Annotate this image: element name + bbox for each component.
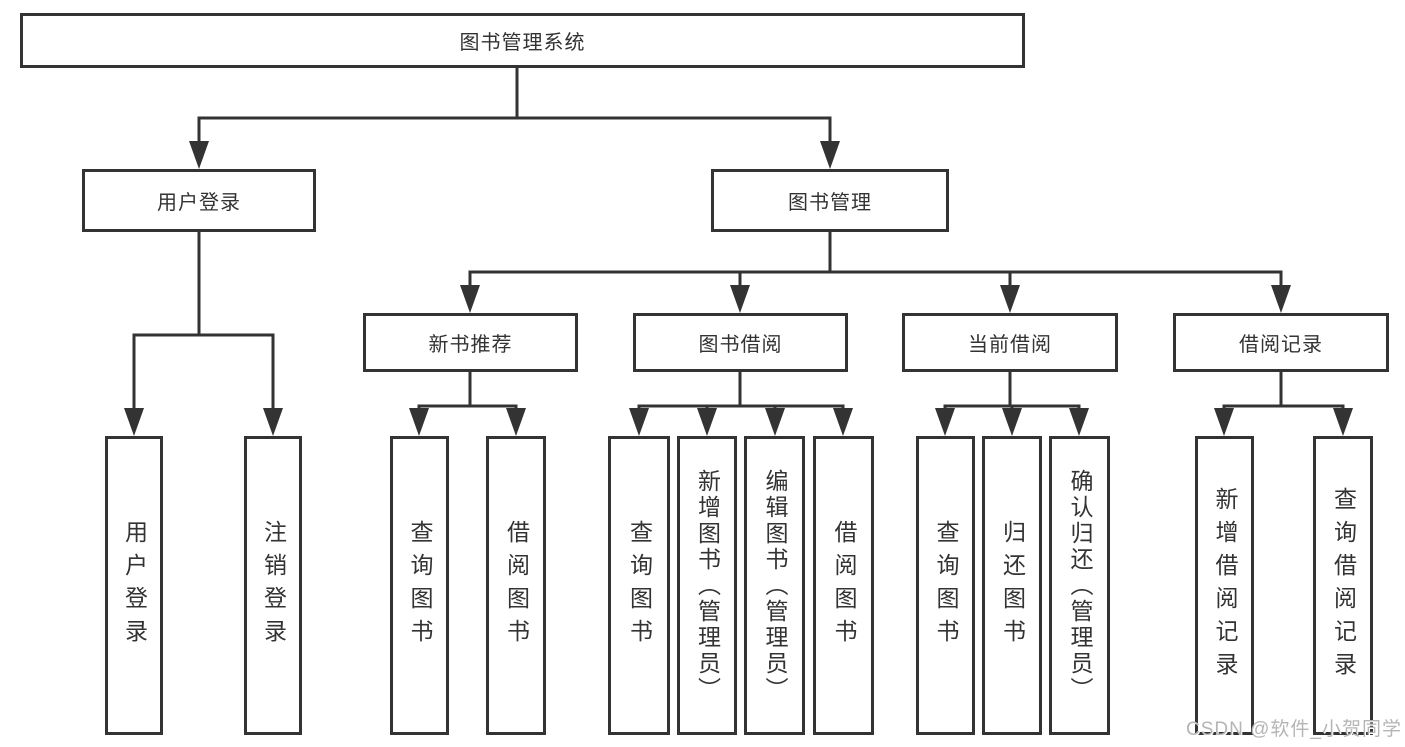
node-leaf-logout: 注销登录 [244, 436, 302, 735]
arrow-down-icon [1002, 408, 1022, 436]
node-leaf-bb-edit-books-admin: 编辑图书（管理员） [744, 436, 805, 735]
node-borrow-records: 借阅记录 [1173, 313, 1389, 372]
connector-level2-bar [197, 116, 832, 141]
node-leaf-br-query-record: 查询借阅记录 [1313, 436, 1373, 735]
arrow-down-icon [765, 408, 785, 436]
node-root: 图书管理系统 [20, 13, 1025, 68]
connector-book-borrow-bar [637, 404, 845, 408]
arrow-down-icon [189, 141, 209, 169]
arrow-down-icon [1214, 408, 1234, 436]
csdn-watermark: CSDN @软件_小贺同学 [1186, 719, 1402, 740]
node-leaf-bb-borrow-books: 借阅图书 [813, 436, 874, 735]
arrow-down-icon [1333, 408, 1353, 436]
node-leaf-br-add-record: 新增借阅记录 [1195, 436, 1254, 735]
arrow-down-icon [629, 408, 649, 436]
connector-current-borrow-bar [943, 404, 1081, 408]
arrow-down-icon [935, 408, 955, 436]
node-book-borrowing: 图书借阅 [633, 313, 848, 372]
node-leaf-user-login: 用户登录 [105, 436, 163, 735]
node-leaf-bb-add-books-admin: 新增图书（管理员） [677, 436, 737, 735]
arrow-down-icon [697, 408, 717, 436]
node-leaf-cb-query-books: 查询图书 [916, 436, 975, 735]
arrowheads [124, 141, 1353, 436]
arrow-down-icon [1069, 408, 1089, 436]
arrow-down-icon [409, 408, 429, 436]
node-user-login: 用户登录 [82, 169, 316, 232]
connector-borrow-records-bar [1222, 404, 1345, 408]
arrow-down-icon [833, 408, 853, 436]
node-leaf-cb-confirm-return-admin: 确认归还（管理员） [1049, 436, 1110, 735]
arrow-down-icon [460, 285, 480, 313]
arrow-down-icon [124, 408, 144, 436]
arrow-down-icon [506, 408, 526, 436]
node-leaf-nb-query-books: 查询图书 [390, 436, 449, 735]
arrow-down-icon [1271, 285, 1291, 313]
connector-book-mgmt-bar [468, 270, 1283, 285]
node-book-management: 图书管理 [711, 169, 949, 232]
node-leaf-cb-return-books: 归还图书 [982, 436, 1042, 735]
arrow-down-icon [730, 285, 750, 313]
arrow-down-icon [263, 408, 283, 436]
node-new-book-recommend: 新书推荐 [363, 313, 578, 372]
connector-new-book-bar [417, 404, 518, 408]
node-leaf-bb-query-books: 查询图书 [608, 436, 670, 735]
node-leaf-nb-borrow-books: 借阅图书 [486, 436, 546, 735]
node-current-borrowing: 当前借阅 [902, 313, 1118, 372]
arrow-down-icon [820, 141, 840, 169]
connector-user-login-bar [132, 333, 275, 408]
arrow-down-icon [1000, 285, 1020, 313]
